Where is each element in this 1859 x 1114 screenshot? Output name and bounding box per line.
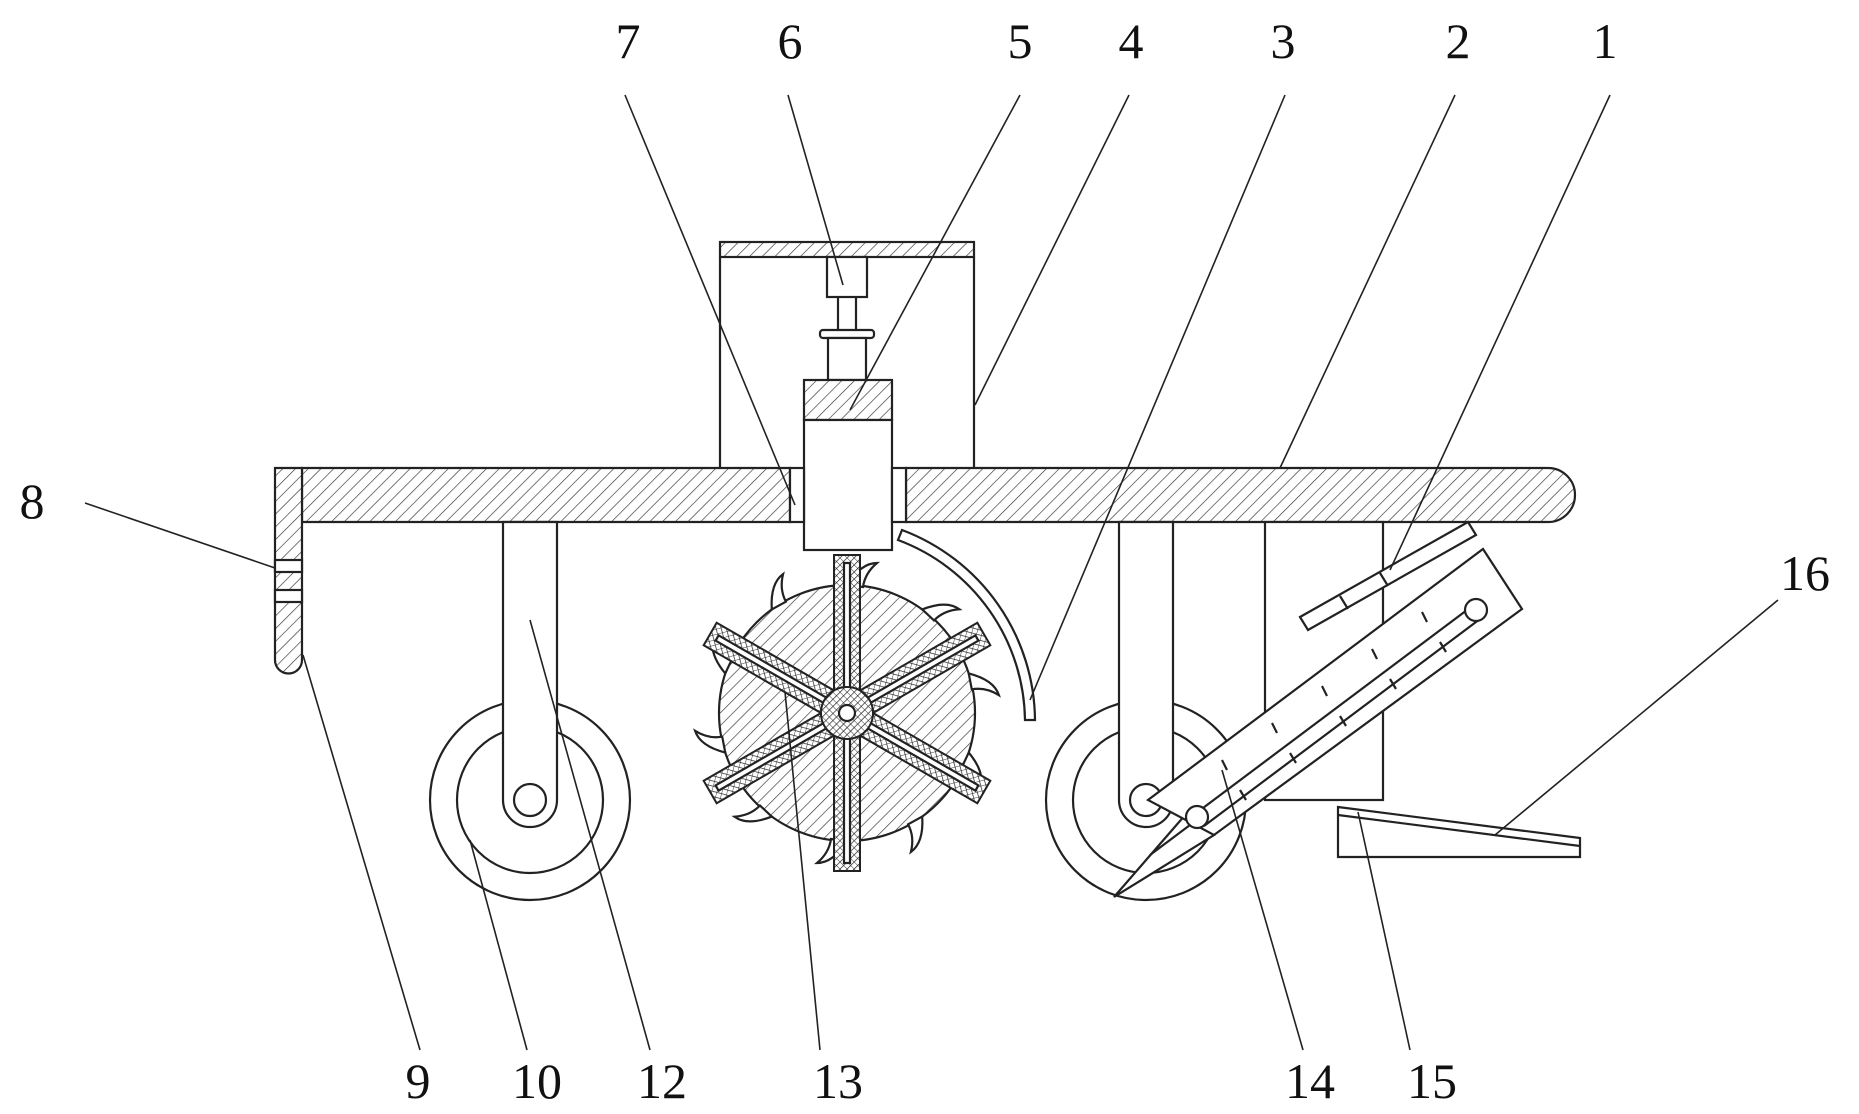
tiller-shield xyxy=(896,528,1037,722)
rotary-tiller xyxy=(693,554,1001,872)
ramp-plate xyxy=(1336,805,1582,859)
right-wheel-arm xyxy=(1117,520,1175,829)
lifting-block xyxy=(802,378,894,552)
label-12: 12 xyxy=(637,1053,687,1109)
label-9: 9 xyxy=(406,1053,431,1109)
leader-lines xyxy=(84,94,1779,1051)
label-13: 13 xyxy=(813,1053,863,1109)
feed-auger xyxy=(1113,547,1524,898)
auger-flights xyxy=(1221,611,1447,801)
label-4: 4 xyxy=(1119,13,1144,69)
label-5: 5 xyxy=(1008,13,1033,69)
label-7: 7 xyxy=(616,13,641,69)
label-15: 15 xyxy=(1407,1053,1457,1109)
label-1: 1 xyxy=(1593,13,1618,69)
left-wheel-arm xyxy=(501,520,559,829)
label-16: 16 xyxy=(1780,545,1830,601)
label-3: 3 xyxy=(1271,13,1296,69)
label-10: 10 xyxy=(512,1053,562,1109)
hitch-bracket xyxy=(273,466,304,675)
label-14: 14 xyxy=(1285,1053,1335,1109)
reference-labels: 1 2 3 4 5 6 7 8 9 10 12 13 14 15 16 xyxy=(20,13,1831,1109)
auger-cylinder xyxy=(1298,520,1478,632)
label-8: 8 xyxy=(20,473,45,529)
top-frame xyxy=(718,240,976,468)
label-2: 2 xyxy=(1446,13,1471,69)
cylinder-rod xyxy=(818,255,876,382)
main-beam xyxy=(300,466,1577,524)
label-6: 6 xyxy=(778,13,803,69)
